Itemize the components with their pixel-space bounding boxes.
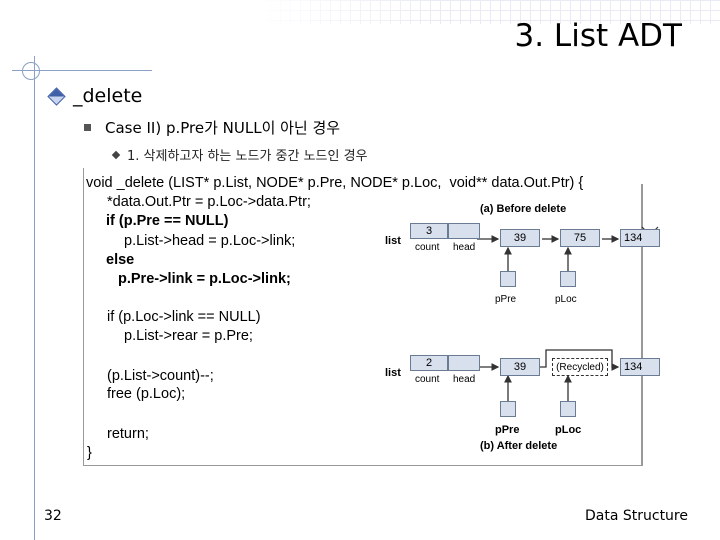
caption-before: (a) Before delete (480, 203, 567, 215)
code-line-6: p.Pre->link = p.Loc->link; (118, 271, 291, 287)
code-line-7: if (p.Loc->link == NULL) (107, 309, 261, 325)
code-box-right-border (641, 184, 643, 466)
node3-before: 134 (620, 229, 660, 247)
code-line-9: (p.List->count)--; (107, 368, 214, 384)
ploc-box-before (560, 271, 576, 287)
code-line-8: p.List->rear = p.Pre; (124, 328, 253, 344)
node2-before: 75 (560, 229, 600, 247)
decor-horizontal-rule (12, 70, 152, 71)
bullet-level-2: Case II) p.Pre가 NULL이 아닌 경우 (84, 117, 340, 138)
count-cell-before: 3 (410, 223, 448, 239)
count-label-before: count (415, 242, 440, 253)
diamond-bullet-icon (47, 86, 66, 106)
bullet-level-3: 1. 삭제하고자 하는 노드가 중간 노드인 경우 (111, 145, 368, 164)
ppre-box-after (500, 401, 516, 417)
code-line-12: } (87, 445, 92, 461)
count-label-after: count (415, 374, 440, 385)
node1-after: 39 (500, 358, 540, 376)
page-number: 32 (44, 508, 62, 524)
bullet-level-1-text: _delete (73, 85, 143, 107)
ppre-box-before (500, 271, 516, 287)
header-grid-fade (250, 0, 720, 24)
code-box-left-border (83, 168, 84, 466)
code-line-5: else (106, 252, 135, 268)
list-label-before: list (385, 235, 401, 247)
head-cell-before (448, 223, 480, 239)
code-line-4: p.List->head = p.Loc->link; (124, 233, 296, 249)
arrow-node1-to-node3-after (538, 349, 620, 371)
code-line-3: if (p.Pre == NULL) (106, 213, 229, 229)
code-line-10: free (p.Loc); (107, 386, 186, 402)
caption-after: (b) After delete (480, 440, 558, 452)
head-cell-after (448, 355, 480, 371)
head-label-after: head (453, 374, 476, 385)
decor-vertical-rule (34, 56, 35, 540)
decor-circle-icon (22, 62, 40, 80)
ploc-label-before: pLoc (555, 294, 577, 305)
square-bullet-icon (84, 124, 91, 131)
small-diamond-bullet-icon (111, 150, 121, 159)
code-box-bottom-border (83, 465, 643, 466)
code-line-signature: void _delete (LIST* p.List, NODE* p.Pre,… (86, 175, 584, 191)
ppre-label-before: pPre (495, 294, 517, 305)
bullet-level-1: _delete (47, 85, 143, 107)
ploc-label-after: pLoc (555, 424, 582, 436)
footer-course-name: Data Structure (584, 508, 688, 524)
bullet-level-2-text: Case II) p.Pre가 NULL이 아닌 경우 (105, 119, 341, 137)
ploc-box-after (560, 401, 576, 417)
slide-title: 3. List ADT (514, 18, 683, 54)
node1-before: 39 (500, 229, 540, 247)
list-label-after: list (385, 367, 401, 379)
code-line-11: return; (107, 426, 149, 442)
linked-list-diagram: (a) Before delete list 3 count head 39 7… (380, 195, 664, 457)
head-label-before: head (453, 242, 476, 253)
code-line-2: *data.Out.Ptr = p.Loc->data.Ptr; (107, 194, 311, 210)
count-cell-after: 2 (410, 355, 448, 371)
recycled-node: (Recycled) (552, 358, 608, 376)
node3-after: 134 (620, 358, 660, 376)
ppre-label-after: pPre (495, 424, 520, 436)
bullet-level-3-text: 1. 삭제하고자 하는 노드가 중간 노드인 경우 (127, 149, 368, 164)
code-box (83, 168, 643, 466)
